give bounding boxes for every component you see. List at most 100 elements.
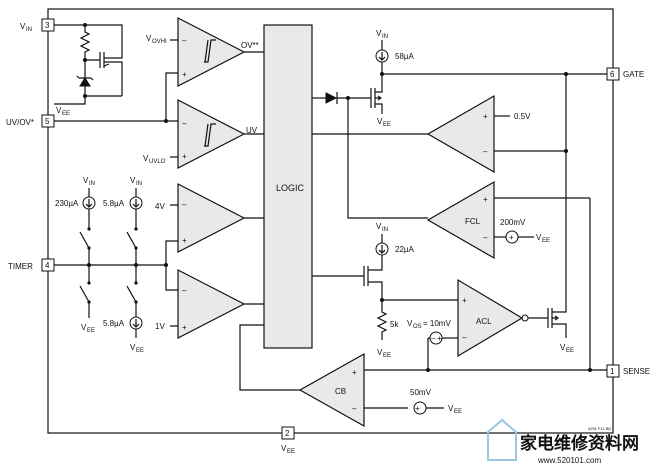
- timer-up-vin: V: [130, 176, 136, 185]
- pin-vin: V IN 3: [20, 18, 55, 33]
- timer-down-value: 5.8µA: [103, 319, 125, 328]
- svg-text:+: +: [415, 404, 420, 413]
- watermark: 家电维修资料网 www.520101.com: [487, 418, 639, 465]
- shunt-regulator: V EE: [54, 23, 123, 117]
- logic-block: LOGIC: [263, 24, 313, 349]
- gate-22-vin: V: [376, 222, 382, 231]
- fcl-amplifier: + – FCL + 200mV V EE: [347, 98, 590, 260]
- svg-text:+: +: [182, 70, 187, 79]
- timer-low-ref: 1V: [155, 322, 165, 331]
- watermark-title: 家电维修资料网: [520, 433, 639, 453]
- pin-uvov-number: 5: [45, 117, 50, 126]
- pin-vee-number: 2: [285, 429, 290, 438]
- gate-nmos-vee-sub: EE: [383, 122, 391, 128]
- timer-up-vin-sub: IN: [136, 181, 142, 187]
- gate-drive: V IN 58µA V EE + – 0.5V: [312, 29, 607, 308]
- zener-diode-icon: [79, 77, 91, 87]
- hysteresis-icon: [204, 123, 216, 147]
- pin-vee: 2 V EE: [281, 426, 295, 455]
- pin-gate: 6 GATE: [606, 67, 644, 81]
- resistor-5k-value: 5k: [390, 320, 399, 329]
- comparator-timer-high: – + 4V: [155, 183, 264, 253]
- shunt-vee-sub: EE: [62, 111, 70, 117]
- svg-text:+: +: [483, 195, 488, 204]
- pin-timer-label: TIMER: [8, 262, 33, 271]
- svg-text:+: +: [483, 112, 488, 121]
- pin-vee-box: [281, 426, 295, 440]
- svg-text:–: –: [462, 333, 467, 342]
- pin-sense-box: [606, 364, 620, 378]
- acl-vos-sub: OS: [413, 324, 422, 330]
- acl-vos: V: [407, 319, 413, 328]
- svg-text:–: –: [182, 36, 187, 45]
- pin-uvov-label: UV/OV*: [6, 118, 34, 127]
- gate-58-value: 58µA: [395, 52, 415, 61]
- timer-high-ref: 4V: [155, 202, 165, 211]
- svg-text:–: –: [182, 119, 187, 128]
- svg-text:–: –: [352, 404, 357, 413]
- timer-down-vee-sub: EE: [136, 348, 144, 354]
- pin-vin-number: 3: [45, 21, 50, 30]
- ovhi-ref-sub: OVHI: [152, 39, 167, 45]
- svg-text:–: –: [182, 200, 187, 209]
- pin-gate-number: 6: [610, 70, 615, 79]
- uvlo-ref-label: V: [143, 154, 149, 163]
- pin-sense: 1 SENSE: [606, 364, 650, 378]
- ovhi-output-label: OV**: [241, 41, 259, 50]
- fcl-vee: V: [536, 233, 542, 242]
- uvlo-ref-sub: UVLO: [149, 159, 166, 165]
- svg-text:+: +: [509, 233, 514, 242]
- resistor-vee-sub: EE: [383, 353, 391, 359]
- cb-label: CB: [335, 387, 346, 396]
- logic-label: LOGIC: [276, 183, 305, 193]
- resistor-vee: V: [377, 348, 383, 357]
- timer-230-vin-sub: IN: [89, 181, 95, 187]
- watermark-url: www.520101.com: [537, 456, 601, 465]
- pin-sense-number: 1: [610, 367, 615, 376]
- comparator-ovhi: – + V OVHI OV**: [146, 17, 264, 87]
- pin-gate-label: GATE: [623, 70, 644, 79]
- cb-vee-sub: EE: [454, 409, 462, 415]
- pin-timer-number: 4: [45, 261, 50, 270]
- hysteresis-icon: [204, 39, 216, 63]
- acl-vos-value: = 10mV: [423, 319, 451, 328]
- timer-230-vin: V: [83, 176, 89, 185]
- fcl-label: FCL: [465, 217, 481, 226]
- house-logo-icon: [487, 418, 517, 461]
- cb-vee: V: [448, 404, 454, 413]
- chip-outline: [47, 8, 614, 434]
- gate-amp-ref: 0.5V: [514, 112, 531, 121]
- timer-sources: V IN 230µA V IN 5.8µA V EE 5.8µA V EE: [55, 176, 144, 354]
- pin-sense-label: SENSE: [623, 367, 650, 376]
- gate-58-vin-sub: IN: [382, 34, 388, 40]
- gate-58-vin: V: [376, 29, 382, 38]
- pin-vee-label: V: [281, 444, 287, 453]
- pin-vin-label: V: [20, 22, 26, 31]
- pin-vin-sub: IN: [26, 27, 32, 33]
- timer-down-vee: V: [130, 343, 136, 352]
- timer-vee-label: V: [81, 323, 87, 332]
- svg-text:+: +: [182, 323, 187, 332]
- fcl-vee-sub: EE: [542, 238, 550, 244]
- comparator-timer-low: – + 1V: [155, 269, 264, 339]
- svg-text:+: +: [462, 296, 467, 305]
- acl-label: ACL: [476, 317, 492, 326]
- pin-timer: TIMER 4: [8, 258, 55, 272]
- acl-vee-sub: EE: [566, 348, 574, 354]
- timer-230-value: 230µA: [55, 199, 79, 208]
- timer-up-value: 5.8µA: [103, 199, 125, 208]
- svg-text:–: –: [182, 286, 187, 295]
- svg-text:+: +: [352, 368, 357, 377]
- circuit-breaker: + – CB + 50mV V EE: [239, 198, 607, 428]
- uvlo-output-label: UV: [246, 126, 258, 135]
- timer-vee-sub: EE: [87, 328, 95, 334]
- pin-uvov: UV/OV* 5: [6, 114, 55, 128]
- gate-nmos-vee: V: [377, 117, 383, 126]
- svg-text:+: +: [182, 236, 187, 245]
- fcl-ref-value: 200mV: [500, 218, 526, 227]
- acl-vee: V: [560, 343, 566, 352]
- svg-text:–: –: [483, 147, 488, 156]
- svg-text:–: –: [431, 334, 436, 343]
- pin-vee-sub: EE: [287, 449, 295, 455]
